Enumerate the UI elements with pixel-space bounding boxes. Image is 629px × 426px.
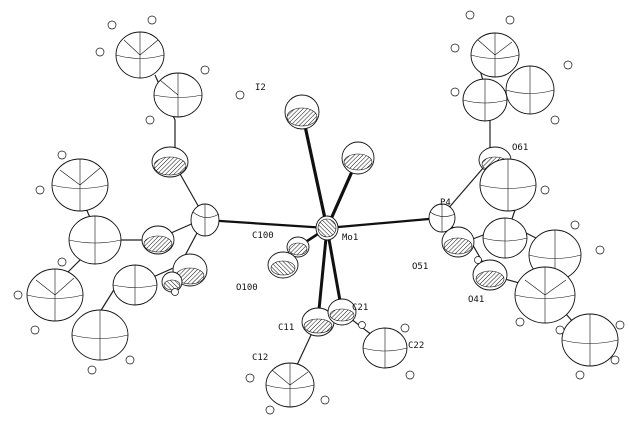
label-c12: C12 — [252, 353, 268, 363]
carbon-c21 — [327, 298, 357, 326]
label-mo1: Mo1 — [342, 233, 358, 243]
left-ring-c — [26, 268, 84, 322]
atom-labels: I2 Mo1 P4 C100 O100 C11 C12 C21 C22 O51 … — [236, 83, 528, 363]
iodide-second — [341, 141, 375, 175]
phosphorus-p4 — [428, 203, 456, 233]
left-cluster — [13, 15, 245, 375]
oxygen-o41 — [472, 259, 508, 291]
right-carbon-mid — [482, 217, 528, 259]
label-p4: P4 — [440, 198, 451, 208]
carbon-c22 — [358, 321, 415, 380]
label-o51: O51 — [412, 262, 428, 272]
right-big-ring — [479, 158, 537, 212]
label-c11: C11 — [278, 323, 294, 333]
molybdenum-mo1 — [315, 215, 339, 241]
right-methyl-top-2 — [505, 65, 555, 115]
label-o61: O61 — [512, 143, 528, 153]
left-ring-d — [71, 309, 129, 361]
label-c100: C100 — [252, 231, 274, 241]
left-carbon-small — [161, 271, 183, 293]
left-ring-e — [112, 264, 158, 306]
oxygen-o51 — [441, 226, 475, 258]
left-carbon-mid — [151, 146, 189, 178]
right-ring-c — [561, 313, 619, 367]
carbon-c12 — [245, 362, 330, 415]
label-i2: I2 — [255, 83, 266, 93]
oxygen-o100 — [267, 251, 299, 279]
right-carbon-upper — [462, 78, 508, 122]
right-methyl-top-1 — [470, 32, 520, 78]
label-c21: C21 — [352, 303, 368, 313]
right-hydrogens — [450, 10, 625, 380]
left-oxygen-1 — [141, 225, 175, 255]
left-phosphorus — [190, 203, 220, 237]
left-methyl-top-2 — [153, 72, 203, 118]
carbon-c100 — [286, 236, 310, 258]
left-ring-b — [68, 215, 122, 265]
right-cluster — [428, 10, 625, 380]
label-o100: O100 — [236, 283, 258, 293]
left-hydrogens — [13, 15, 245, 375]
left-ring-a — [51, 158, 109, 212]
left-methyl-top-1 — [115, 31, 165, 79]
label-c22: C22 — [408, 341, 424, 351]
right-ring-b — [514, 266, 576, 324]
label-o41: O41 — [468, 295, 484, 305]
iodide-i2 — [284, 94, 320, 130]
